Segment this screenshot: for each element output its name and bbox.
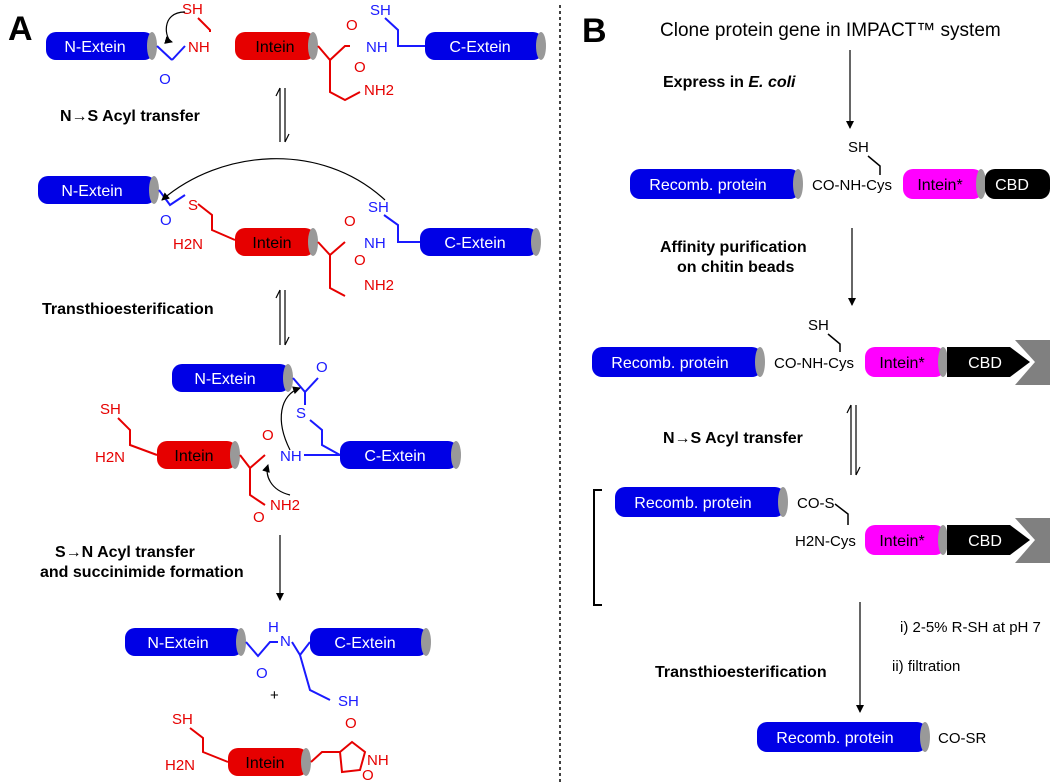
svg-text:O: O [262, 427, 274, 444]
b-title: Clone protein gene in IMPACT™ system [660, 20, 1001, 41]
a-step-transthioesterification: Transthioesterification [42, 301, 214, 318]
svg-text:H2N: H2N [95, 449, 125, 466]
svg-text:CO-SR: CO-SR [938, 730, 987, 747]
svg-text:H: H [268, 619, 279, 636]
svg-text:Recomb. protein: Recomb. protein [634, 495, 751, 512]
svg-text:Intein: Intein [245, 755, 284, 772]
b-row2: Recomb. protein CO-NH-Cys SH Intein* CBD [592, 317, 1050, 385]
a-row4: N-Extein O H N SH C-Extein + [125, 619, 431, 710]
intein-label: Intein [255, 39, 294, 56]
chem-sh: SH [182, 1, 203, 18]
svg-text:N: N [280, 633, 291, 650]
svg-text:SH: SH [848, 139, 869, 156]
plus-sign: + [270, 687, 279, 704]
svg-text:O: O [316, 359, 328, 376]
svg-text:H2N: H2N [165, 757, 195, 774]
svg-text:O: O [160, 212, 172, 229]
b-affinity-1: Affinity purification [660, 239, 807, 256]
svg-text:NH2: NH2 [364, 277, 394, 294]
chem-o: O [159, 71, 171, 88]
b-row3: Recomb. protein CO-S H2N-Cys Intein* CBD [615, 487, 1050, 563]
c-extein-label: C-Extein [449, 39, 510, 56]
c-extein-pill [425, 32, 543, 60]
svg-text:C-Extein: C-Extein [334, 635, 395, 652]
svg-text:CO-NH-Cys: CO-NH-Cys [774, 355, 854, 372]
b-row4: Recomb. protein CO-SR [757, 722, 987, 752]
chem-nh: NH [188, 39, 210, 56]
a-row2: N-Extein O S H2N Intein O O NH2 NH SH C-… [38, 158, 541, 297]
chem-nh2: NH2 [364, 82, 394, 99]
svg-text:O: O [354, 59, 366, 76]
b-transthio: Transthioesterification [655, 664, 827, 681]
panel-b-label: B [582, 12, 607, 50]
svg-text:Recomb. protein: Recomb. protein [776, 730, 893, 747]
intein-pill [235, 32, 315, 60]
svg-text:SH: SH [368, 199, 389, 216]
svg-text:Recomb. protein: Recomb. protein [611, 355, 728, 372]
b-condition-2: ii) filtration [892, 658, 960, 675]
a-row3: N-Extein O S SH H2N Intein O O NH2 NH C-… [95, 359, 461, 526]
chitin-bead [1015, 340, 1050, 385]
svg-text:SH: SH [338, 693, 359, 710]
svg-text:NH: NH [364, 235, 386, 252]
svg-text:SH: SH [808, 317, 829, 334]
svg-text:Recomb. protein: Recomb. protein [649, 177, 766, 194]
b-condition-1: i) 2-5% R-SH at pH 7 [900, 619, 1041, 636]
a-step-succinimide-2: and succinimide formation [40, 564, 244, 581]
svg-text:NH: NH [366, 39, 388, 56]
svg-text:CBD: CBD [968, 533, 1002, 550]
a-row1: N-Extein O NH SH Intein O O NH2 NH SH C-… [46, 1, 546, 102]
svg-text:Intein*: Intein* [879, 355, 924, 372]
svg-text:CO-S: CO-S [797, 495, 835, 512]
b-row1: Recomb. protein CO-NH-Cys SH Intein* CBD [630, 139, 1050, 199]
n-extein-pill [46, 32, 154, 60]
bracket [593, 489, 602, 606]
svg-text:O: O [253, 509, 265, 526]
svg-text:S: S [296, 405, 306, 422]
svg-text:S: S [188, 197, 198, 214]
svg-text:NH: NH [367, 752, 389, 769]
a-step-succinimide-1: S→N Acyl transfer [55, 544, 195, 561]
svg-text:N-Extein: N-Extein [194, 371, 255, 388]
svg-text:O: O [256, 665, 268, 682]
svg-text:SH: SH [172, 711, 193, 728]
svg-text:Intein: Intein [252, 235, 291, 252]
svg-text:N-Extein: N-Extein [61, 183, 122, 200]
n-extein-label: N-Extein [64, 39, 125, 56]
svg-text:H2N: H2N [173, 236, 203, 253]
svg-text:C-Extein: C-Extein [444, 235, 505, 252]
b-affinity-2: on chitin beads [677, 259, 794, 276]
svg-text:H2N-Cys: H2N-Cys [795, 533, 856, 550]
svg-text:O: O [345, 715, 357, 732]
svg-text:O: O [362, 767, 374, 783]
svg-text:O: O [344, 213, 356, 230]
svg-text:NH: NH [280, 448, 302, 465]
svg-text:CO-NH-Cys: CO-NH-Cys [812, 177, 892, 194]
equilibrium-arrow-2 [275, 289, 290, 346]
svg-text:CBD: CBD [995, 177, 1029, 194]
equilibrium-arrow-1 [275, 87, 290, 143]
svg-text:Intein: Intein [174, 448, 213, 465]
svg-text:O: O [346, 17, 358, 34]
b-equilibrium-arrow [846, 404, 861, 476]
svg-text:Intein*: Intein* [917, 177, 962, 194]
a-step-acyl-transfer: N→S Acyl transfer [60, 108, 200, 125]
b-express-step: Express in E. coli [663, 74, 796, 91]
svg-text:SH: SH [370, 2, 391, 19]
svg-text:O: O [354, 252, 366, 269]
svg-text:N-Extein: N-Extein [147, 635, 208, 652]
b-acyl-transfer: N→S Acyl transfer [663, 430, 803, 447]
a-row5: SH H2N Intein O NH O [165, 711, 389, 783]
svg-text:SH: SH [100, 401, 121, 418]
svg-text:CBD: CBD [968, 355, 1002, 372]
svg-text:NH2: NH2 [270, 497, 300, 514]
svg-text:Intein*: Intein* [879, 533, 924, 550]
panel-a-label: A [8, 10, 33, 48]
svg-text:C-Extein: C-Extein [364, 448, 425, 465]
